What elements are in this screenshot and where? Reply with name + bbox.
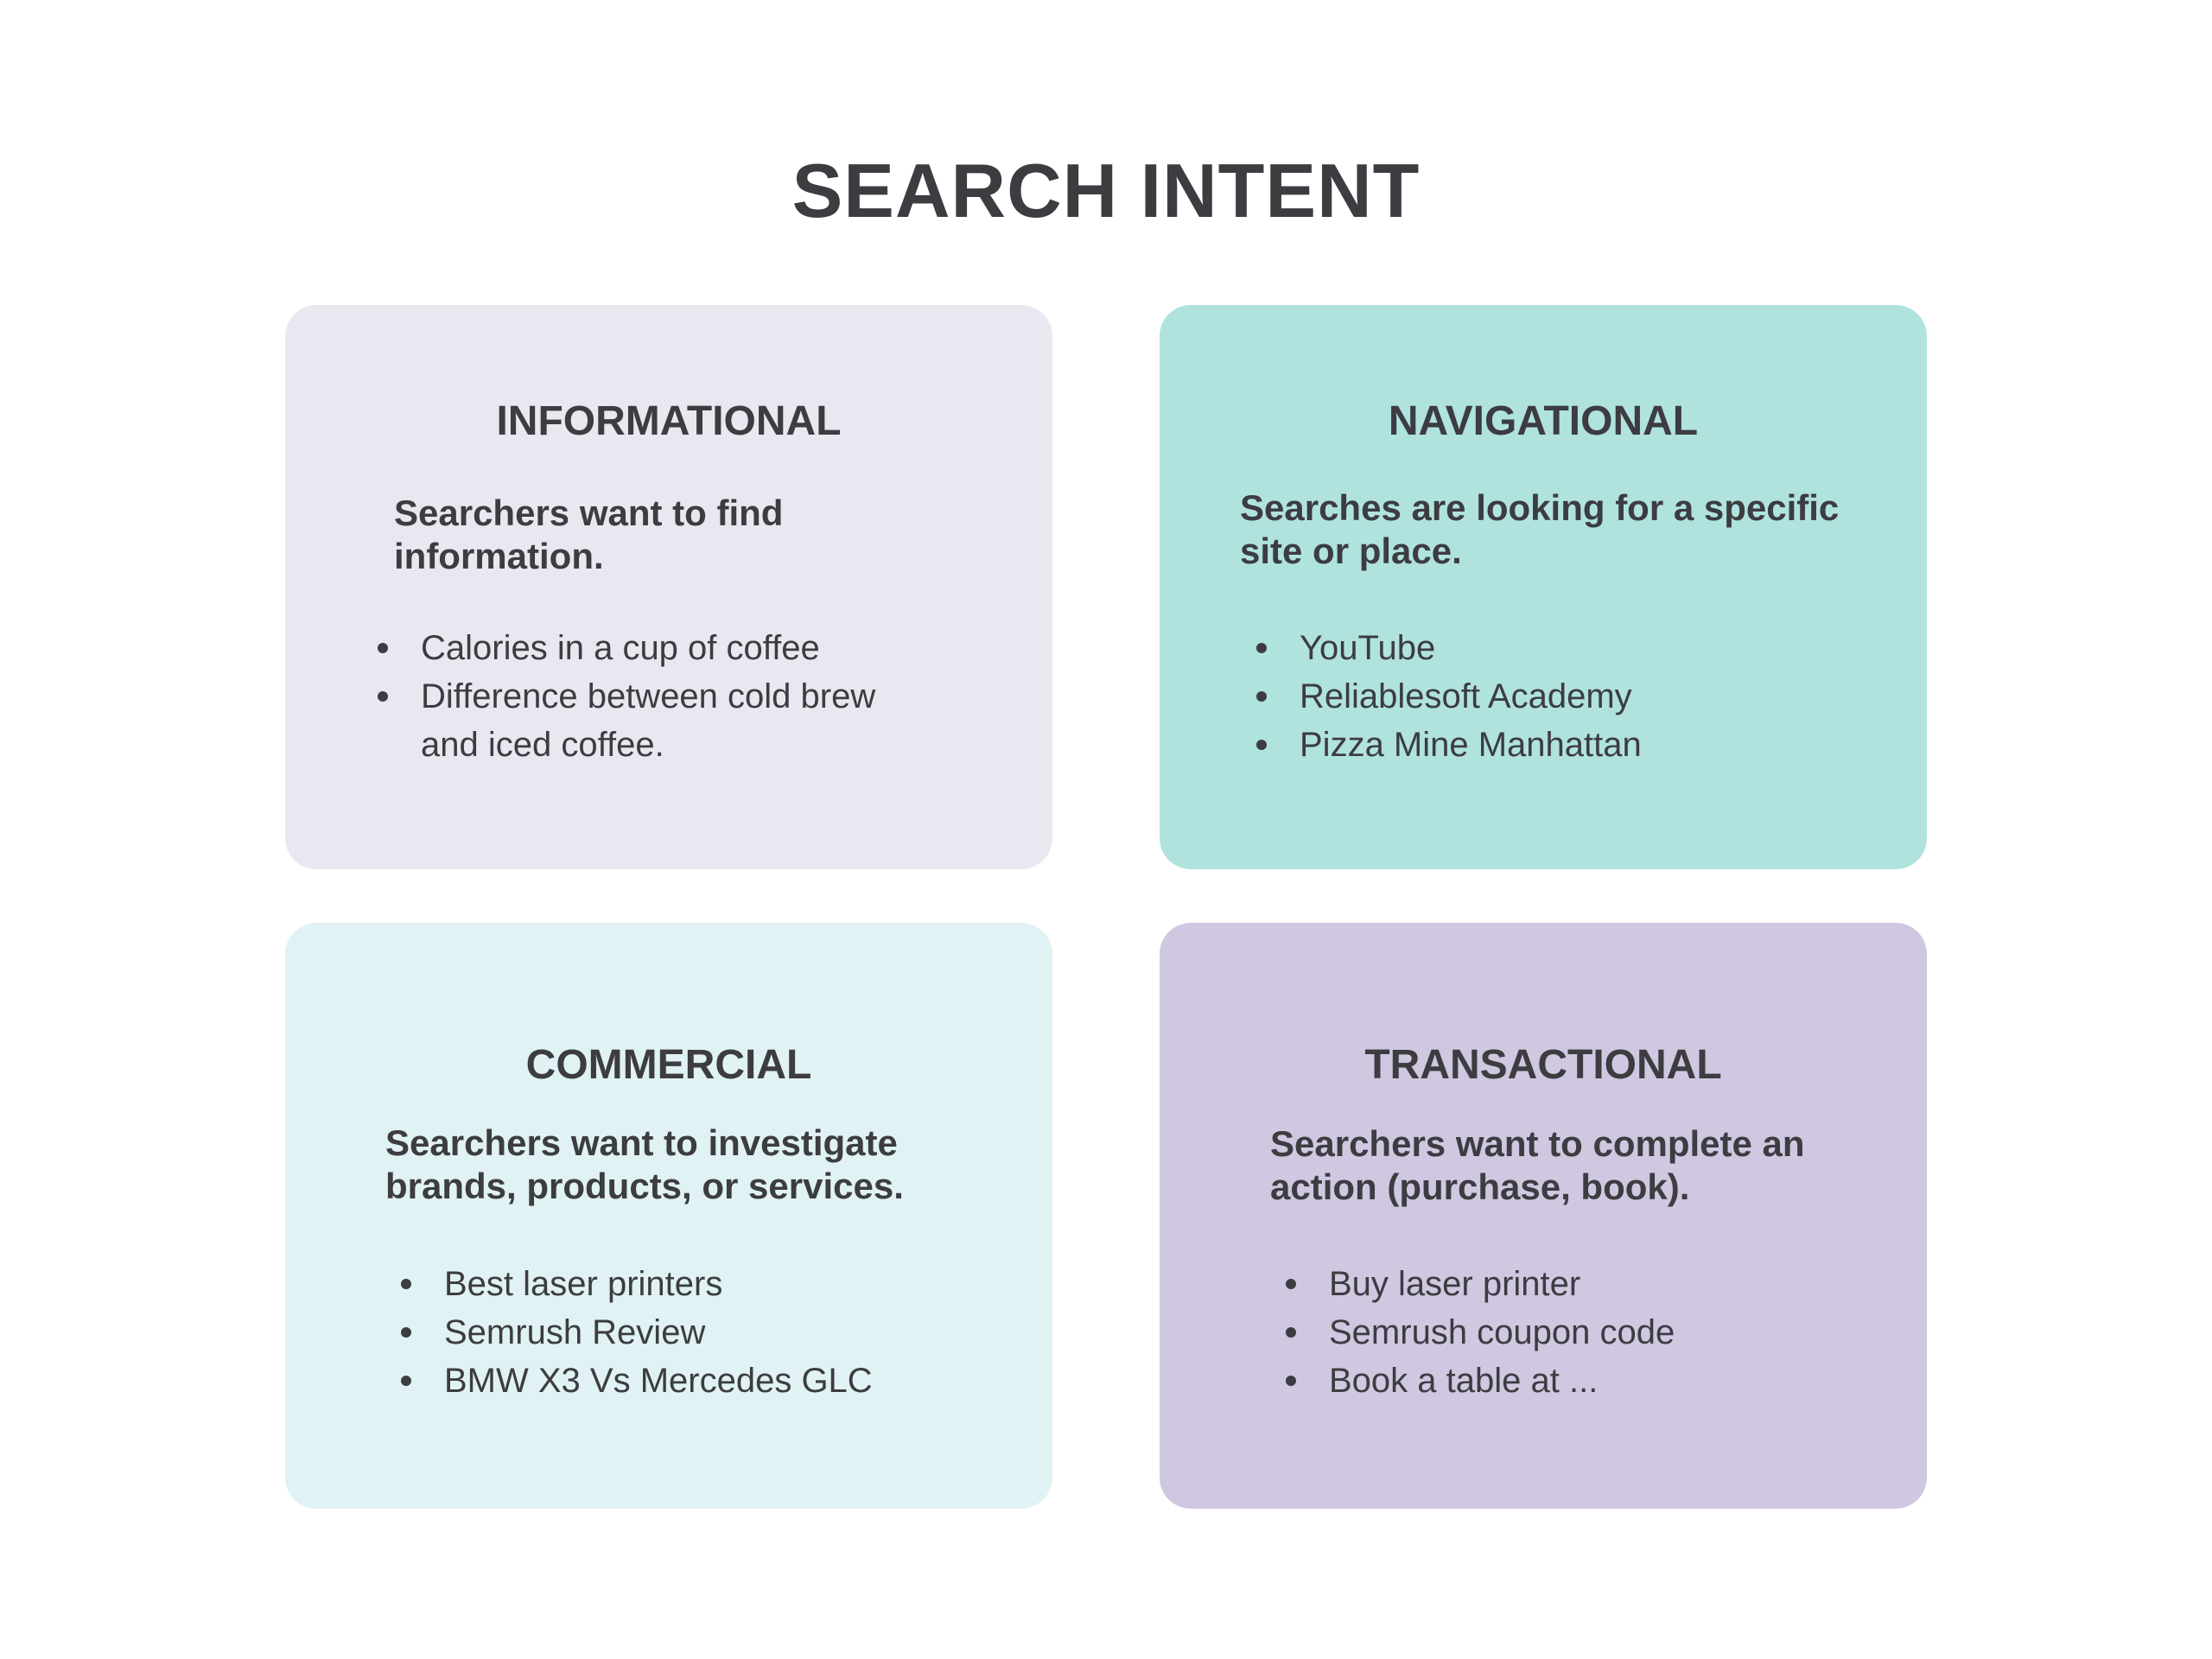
bullet-icon <box>378 643 388 653</box>
commercial-card: COMMERCIAL Searchers want to investigate… <box>285 923 1052 1509</box>
bullet-icon <box>401 1279 411 1289</box>
card-subtitle: Searchers want to find information. <box>394 493 784 576</box>
list-item: Best laser printers <box>401 1260 873 1308</box>
list-item: Buy laser printer <box>1286 1260 1675 1308</box>
example-list: Best laser printers Semrush Review BMW X… <box>401 1260 873 1405</box>
card-title: INFORMATIONAL <box>496 398 842 444</box>
list-item: Pizza Mine Manhattan <box>1256 721 1642 769</box>
card-title: COMMERCIAL <box>525 1042 812 1088</box>
list-item: Reliablesoft Academy <box>1256 672 1642 721</box>
card-subtitle: Searches are looking for a specific site… <box>1240 487 1840 571</box>
informational-card: INFORMATIONAL Searchers want to find inf… <box>285 305 1052 869</box>
bullet-icon <box>401 1376 411 1386</box>
example-list: YouTube Reliablesoft Academy Pizza Mine … <box>1256 624 1642 769</box>
list-item: Semrush coupon code <box>1286 1308 1675 1357</box>
example-list: Calories in a cup of coffee Difference b… <box>378 624 939 769</box>
example-list: Buy laser printer Semrush coupon code Bo… <box>1286 1260 1675 1405</box>
list-item: Difference between cold brew and iced co… <box>378 672 939 769</box>
page-title: SEARCH INTENT <box>791 148 1421 233</box>
bullet-icon <box>1286 1376 1296 1386</box>
bullet-icon <box>1256 643 1267 653</box>
card-subtitle: Searchers want to complete an action (pu… <box>1270 1123 1805 1207</box>
bullet-icon <box>378 691 388 702</box>
bullet-icon <box>1286 1327 1296 1338</box>
list-item: BMW X3 Vs Mercedes GLC <box>401 1357 873 1405</box>
card-title: TRANSACTIONAL <box>1364 1042 1722 1088</box>
bullet-icon <box>401 1327 411 1338</box>
bullet-icon <box>1256 740 1267 750</box>
bullet-icon <box>1256 691 1267 702</box>
list-item: YouTube <box>1256 624 1642 672</box>
list-item: Book a table at ... <box>1286 1357 1675 1405</box>
bullet-icon <box>1286 1279 1296 1289</box>
navigational-card: NAVIGATIONAL Searches are looking for a … <box>1160 305 1927 869</box>
list-item: Semrush Review <box>401 1308 873 1357</box>
card-subtitle: Searchers want to investigate brands, pr… <box>385 1122 904 1206</box>
card-title: NAVIGATIONAL <box>1388 398 1699 444</box>
list-item: Calories in a cup of coffee <box>378 624 939 672</box>
transactional-card: TRANSACTIONAL Searchers want to complete… <box>1160 923 1927 1509</box>
